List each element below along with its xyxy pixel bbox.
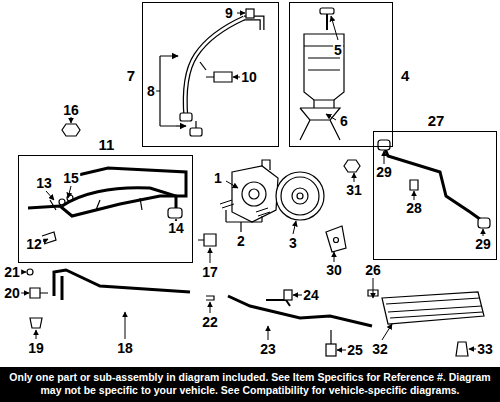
callout-number: 15 xyxy=(62,171,80,185)
callout-number: 3 xyxy=(288,236,298,250)
leader-arrow xyxy=(334,252,335,262)
leader-arrow xyxy=(20,293,29,294)
leader-arrow xyxy=(71,117,72,123)
leader-arrow xyxy=(414,191,415,200)
callout-number: 21 xyxy=(3,265,21,279)
callout-number: 14 xyxy=(167,221,185,235)
leader-arrow xyxy=(226,181,238,188)
leader-arrow xyxy=(36,330,37,339)
callout-number: 11 xyxy=(98,136,116,153)
callout-number: 19 xyxy=(27,341,45,355)
callout-number: 2 xyxy=(236,234,246,248)
leader-arrow xyxy=(293,221,296,234)
callout-number: 30 xyxy=(325,263,343,277)
leader-arrow xyxy=(384,151,385,164)
leader-arrow xyxy=(293,295,302,296)
leader-arrow xyxy=(326,114,336,120)
leader-arrow xyxy=(125,312,126,339)
callout-number: 22 xyxy=(201,315,219,329)
leader-arrow xyxy=(210,248,211,263)
leader-arrow xyxy=(20,272,26,273)
callout-number: 24 xyxy=(302,288,320,302)
group-box: 11 xyxy=(18,155,193,263)
leader-arrow xyxy=(268,326,269,340)
leader-arrow xyxy=(354,173,355,182)
leader-arrow xyxy=(68,186,71,198)
callout-number: 28 xyxy=(405,201,423,215)
leader-arrow xyxy=(469,349,476,350)
callout-number: 17 xyxy=(201,265,219,279)
leader-arrow xyxy=(373,278,374,298)
callout-number: 8 xyxy=(146,84,156,98)
leader-arrow xyxy=(46,191,54,200)
callout-number: 20 xyxy=(3,286,21,300)
callout-number: 6 xyxy=(339,114,349,128)
group-box: 7 xyxy=(142,2,279,147)
callout-number: 7 xyxy=(126,67,136,84)
callout-number: 31 xyxy=(345,183,363,197)
leader-arrow xyxy=(210,302,211,313)
callout-number: 13 xyxy=(35,176,53,190)
callout-number: 25 xyxy=(346,343,364,357)
callout-number: 29 xyxy=(474,237,492,251)
leader-arrow xyxy=(237,13,245,14)
callout-number: 32 xyxy=(371,342,389,356)
callout-number: 1 xyxy=(213,171,223,185)
leader-arrow xyxy=(337,350,346,351)
callout-number: 33 xyxy=(476,342,494,356)
leader-arrow xyxy=(42,239,48,242)
callout-number: 27 xyxy=(427,112,446,129)
leader-arrow xyxy=(483,229,484,236)
leader-arrow xyxy=(382,324,392,340)
callout-number: 10 xyxy=(240,70,258,84)
leader-arrow xyxy=(176,219,177,220)
callout-number: 26 xyxy=(364,263,382,277)
callout-number: 5 xyxy=(333,43,343,57)
leader-arrow xyxy=(331,16,338,40)
callout-number: 16 xyxy=(62,103,80,117)
disclaimer-text: Only one part or sub-assembly in diagram… xyxy=(0,367,500,401)
callout-number: 4 xyxy=(400,67,410,84)
leader-arrow xyxy=(233,77,240,78)
disclaimer-bar: Only one part or sub-assembly in diagram… xyxy=(0,367,500,402)
callout-number: 18 xyxy=(116,341,134,355)
callout-number: 9 xyxy=(224,6,234,20)
callout-number: 29 xyxy=(375,165,393,179)
callout-number: 12 xyxy=(25,237,43,251)
callout-number: 23 xyxy=(259,342,277,356)
